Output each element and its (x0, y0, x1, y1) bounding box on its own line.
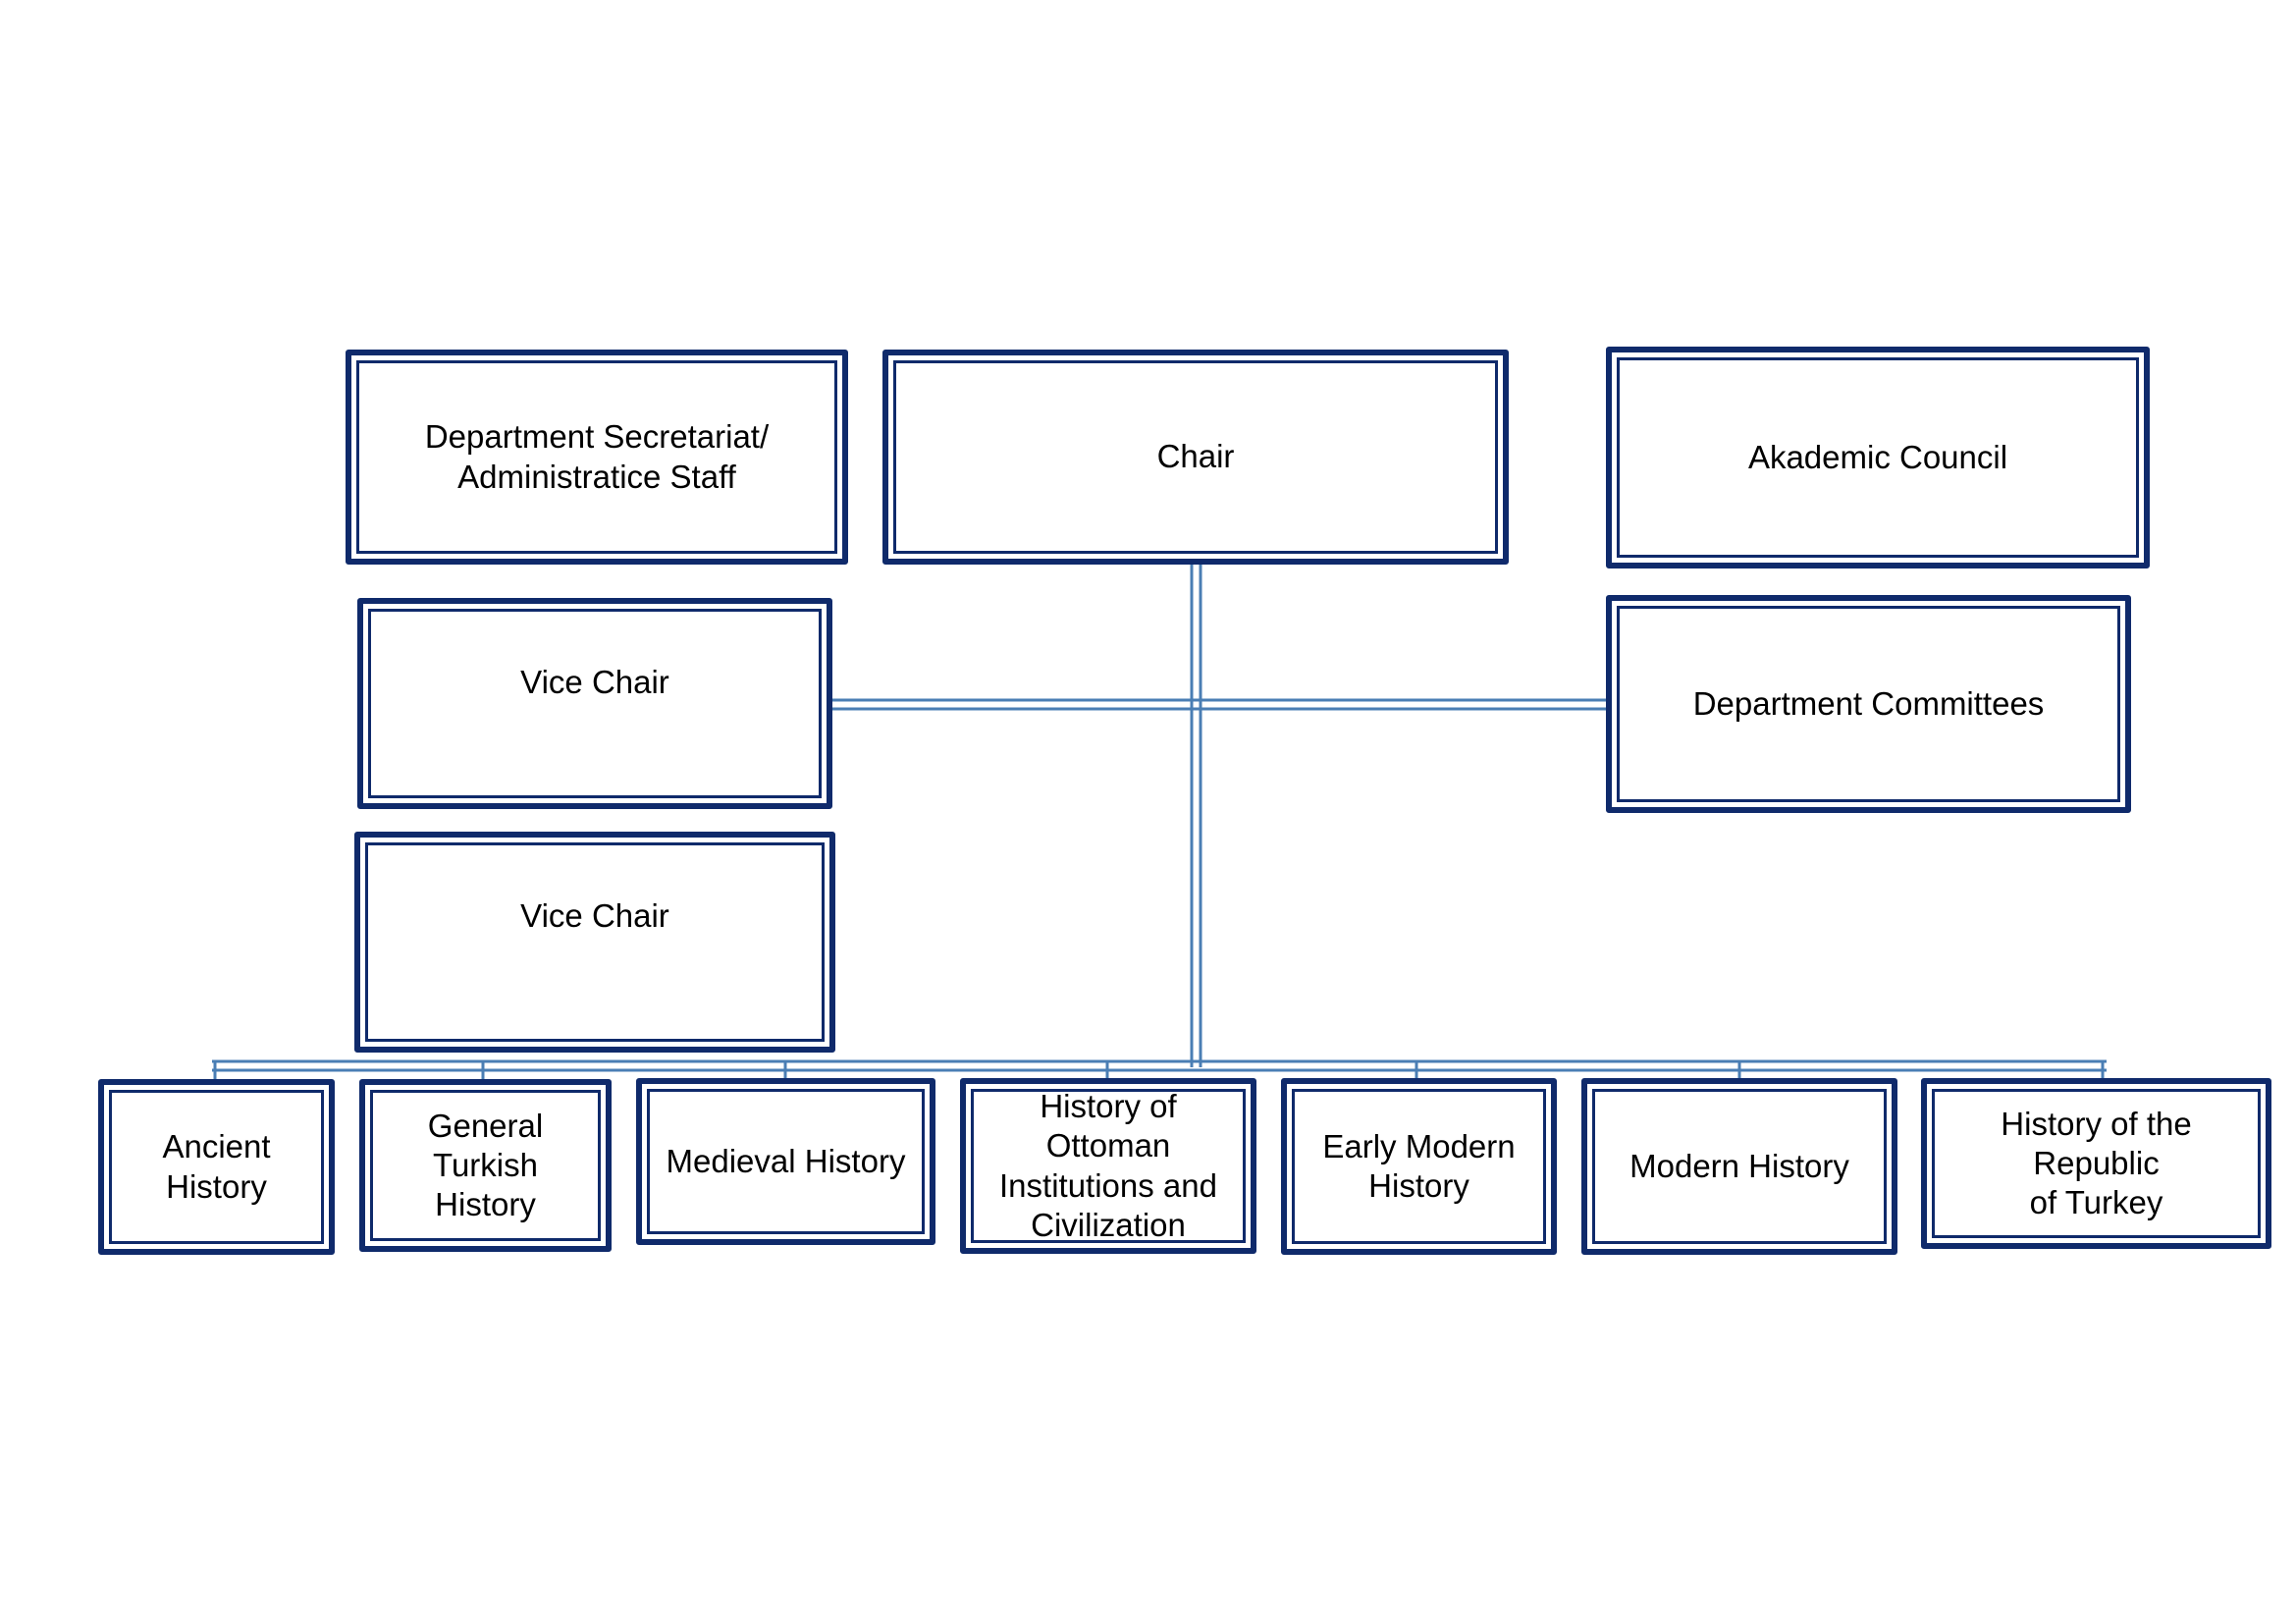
academic-council-box: Akademic Council (1606, 347, 2150, 568)
secretariat-box: Department Secretariat/ Administratice S… (346, 350, 848, 565)
dept-early-modern-history-box: Early Modern History (1281, 1078, 1557, 1255)
dept-ottoman-history-label: History of Ottoman Institutions and Civi… (999, 1089, 1217, 1243)
dept-general-turkish-history-label: General Turkish History (427, 1107, 544, 1223)
dept-modern-history-label: Modern History (1629, 1147, 1849, 1184)
chair-label: Chair (1156, 438, 1235, 475)
dept-ottoman-history-box: History of Ottoman Institutions and Civi… (960, 1078, 1256, 1254)
dept-ancient-history-box: Ancient History (98, 1079, 335, 1255)
dept-early-modern-history-label: Early Modern History (1322, 1127, 1516, 1204)
vice-chair-box-2: Vice Chair (354, 832, 835, 1053)
dept-republic-history-box: History of the Republic of Turkey (1921, 1078, 2271, 1249)
dept-medieval-history-box: Medieval History (636, 1078, 935, 1245)
vice-chair-label-1: Vice Chair (520, 664, 669, 700)
academic-council-label: Akademic Council (1747, 438, 2008, 475)
dept-ancient-history-label: Ancient History (162, 1128, 271, 1205)
dept-general-turkish-history-box: General Turkish History (359, 1079, 612, 1252)
vice-chair-box-1: Vice Chair (357, 598, 832, 809)
chair-box: Chair (882, 350, 1509, 565)
committees-label: Department Committees (1692, 684, 2045, 722)
vice-chair-label-2: Vice Chair (520, 897, 669, 934)
dept-republic-history-label: History of the Republic of Turkey (2001, 1105, 2192, 1221)
dept-modern-history-box: Modern History (1581, 1078, 1897, 1255)
secretariat-label: Department Secretariat/ Administratice S… (424, 418, 770, 495)
committees-box: Department Committees (1606, 595, 2131, 813)
dept-medieval-history-label: Medieval History (666, 1142, 906, 1179)
